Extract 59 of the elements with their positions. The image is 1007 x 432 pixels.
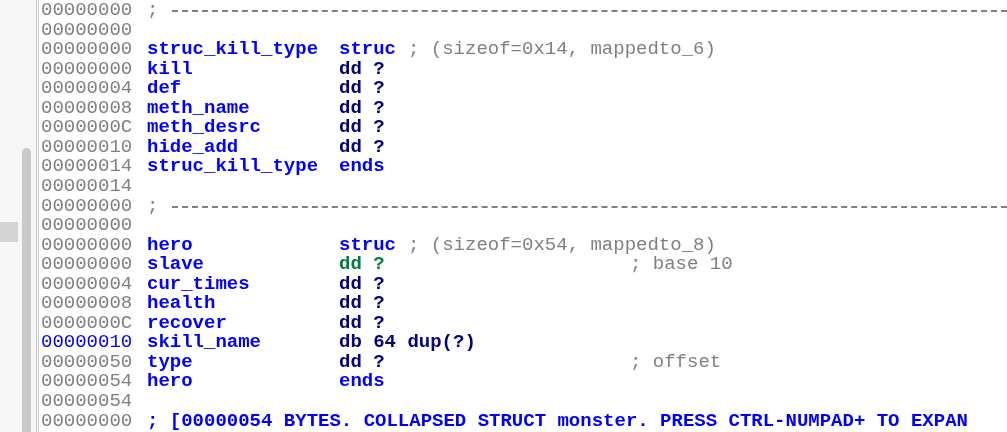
code-comment: ; offset	[630, 352, 722, 372]
line-address: 00000000	[41, 411, 133, 431]
data-directive: dd ?	[339, 117, 385, 137]
collapsed-struct-note: ; [00000054 BYTES. COLLAPSED STRUCT monster. PRESS CTRL-NUMPAD+ TO EXPAN	[147, 411, 968, 431]
struct-directive: ends	[339, 371, 385, 391]
line-address: 00000010	[41, 137, 133, 157]
data-directive: dd ?	[339, 313, 385, 333]
field-name: health	[147, 293, 216, 313]
comment-marker: ;	[147, 196, 159, 216]
struct-directive: struc	[339, 235, 396, 255]
struct-directive: struc	[339, 39, 396, 59]
field-name: meth_name	[147, 98, 250, 118]
field-name: meth_desrc	[147, 117, 262, 137]
data-directive: dd ?	[339, 254, 385, 274]
line-address: 00000008	[41, 293, 133, 313]
field-name: slave	[147, 254, 204, 274]
code-comment: ; (sizeof=0x54, mappedto_8)	[408, 235, 716, 255]
line-address: 00000000	[41, 235, 133, 255]
line-address: 00000000	[41, 39, 133, 59]
field-name: struc_kill_type	[147, 156, 319, 176]
line-address: 00000050	[41, 352, 133, 372]
line-address: 0000000C	[41, 313, 133, 333]
line-address: 00000000	[41, 254, 133, 274]
field-name: skill_name	[147, 332, 262, 352]
field-name: hide_add	[147, 137, 239, 157]
line-address: 00000004	[41, 274, 133, 294]
code-comment: ; (sizeof=0x14, mappedto_6)	[408, 39, 716, 59]
field-name: kill	[147, 59, 193, 79]
line-address: 00000014	[41, 156, 133, 176]
line-address: 00000000	[41, 20, 133, 40]
line-address: 0000000C	[41, 117, 133, 137]
line-address: 00000000	[41, 59, 133, 79]
data-directive: dd ?	[339, 98, 385, 118]
data-directive: dd ?	[339, 352, 385, 372]
line-address: 00000000	[41, 0, 133, 20]
data-directive: dd ?	[339, 59, 385, 79]
line-address: 00000000	[41, 215, 133, 235]
field-name: hero	[147, 235, 193, 255]
data-directive: dd ?	[339, 293, 385, 313]
field-name: type	[147, 352, 193, 372]
line-address: 00000014	[41, 176, 133, 196]
code-comment: ; base 10	[630, 254, 733, 274]
field-name: hero	[147, 371, 193, 391]
field-name: recover	[147, 313, 227, 333]
line-address: 00000054	[41, 391, 133, 411]
line-address: 00000054	[41, 371, 133, 391]
field-name: cur_times	[147, 274, 250, 294]
struct-directive: ends	[339, 156, 385, 176]
comment-marker: ;	[147, 0, 159, 20]
line-address: 00000008	[41, 98, 133, 118]
data-directive: dd ?	[339, 78, 385, 98]
field-name: struc_kill_type	[147, 39, 319, 59]
line-address: 00000004	[41, 78, 133, 98]
line-address: 00000000	[41, 196, 133, 216]
data-directive: dd ?	[339, 274, 385, 294]
data-directive: dd ?	[339, 137, 385, 157]
line-address: 00000010	[41, 332, 133, 352]
field-name: def	[147, 78, 182, 98]
data-directive: db 64 dup(?)	[339, 332, 476, 352]
